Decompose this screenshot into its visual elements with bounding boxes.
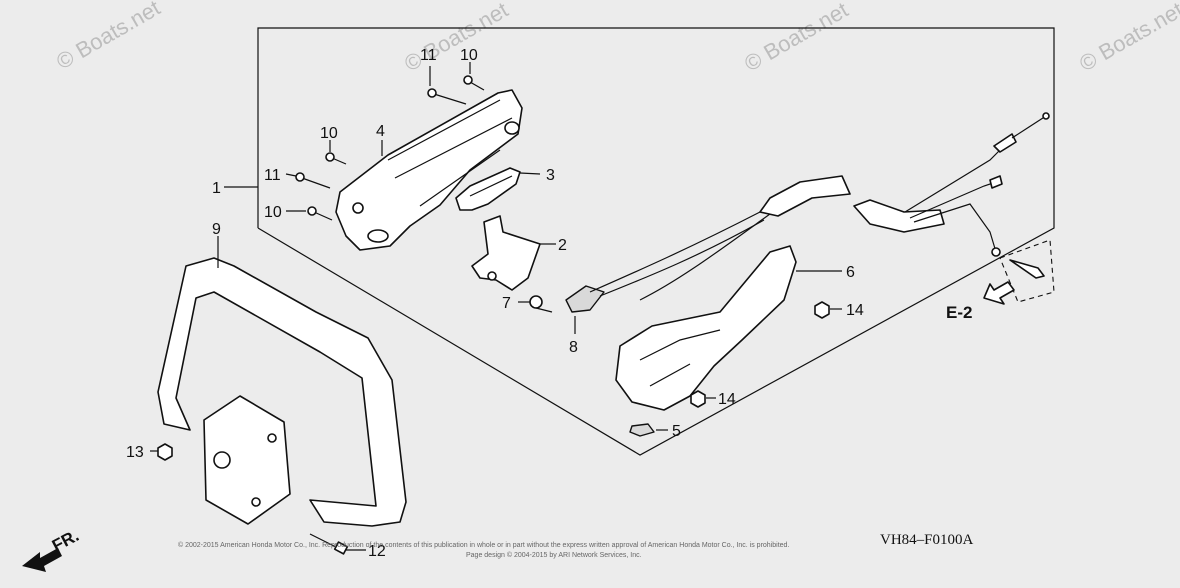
callout-8: 8 xyxy=(569,339,578,356)
part-10-screw-top[interactable] xyxy=(463,75,485,91)
front-direction-arrow-icon xyxy=(22,548,62,572)
part-11-bolt-top[interactable] xyxy=(427,88,467,105)
part-14-nut-upper[interactable] xyxy=(814,301,830,319)
part-13-nut[interactable] xyxy=(157,443,173,461)
part-7-spring[interactable] xyxy=(529,295,553,313)
callout-10-bottom: 10 xyxy=(264,204,282,221)
callout-6: 6 xyxy=(846,264,855,281)
part-2-trigger[interactable] xyxy=(471,215,541,291)
callout-3: 3 xyxy=(546,167,555,184)
leader-lines xyxy=(150,62,842,551)
part-10-screw-bottom[interactable] xyxy=(307,206,333,221)
part-10-screw-mid[interactable] xyxy=(325,152,347,165)
callout-5: 5 xyxy=(672,423,681,440)
copyright-line-2: Page design © 2004-2015 by ARI Network S… xyxy=(466,551,642,559)
copyright-line-1: © 2002-2015 American Honda Motor Co., In… xyxy=(178,541,789,549)
part-5-cap[interactable] xyxy=(629,423,655,437)
part-6-handle[interactable] xyxy=(615,245,797,411)
watermark-right: © Boats.net xyxy=(1075,0,1180,76)
callout-1: 1 xyxy=(212,180,221,197)
callout-14-upper: 14 xyxy=(846,302,864,319)
part-4-housing[interactable] xyxy=(335,89,523,251)
callout-12: 12 xyxy=(368,543,386,560)
watermark-left: © Boats.net xyxy=(52,0,164,74)
reference-arrow-icon xyxy=(983,281,1015,305)
callout-9: 9 xyxy=(212,221,221,238)
diagram-code: VH84–F0100A xyxy=(880,532,974,548)
callout-14-lower: 14 xyxy=(718,391,736,408)
callout-10-top: 10 xyxy=(460,47,478,64)
watermark-center-right: © Boats.net xyxy=(740,0,852,76)
part-14-nut-lower[interactable] xyxy=(690,390,706,408)
assembly-boundary xyxy=(257,27,1055,456)
part-3-lever[interactable] xyxy=(455,167,521,211)
callout-11-mid: 11 xyxy=(264,167,281,184)
part-12-bolt[interactable] xyxy=(309,533,349,555)
part-9-loop-handle[interactable] xyxy=(157,257,407,527)
part-11-bolt-mid[interactable] xyxy=(295,172,331,189)
callout-10-mid: 10 xyxy=(320,125,338,142)
callout-2: 2 xyxy=(558,237,567,254)
callout-7: 7 xyxy=(502,295,511,312)
reference-label-e2: E-2 xyxy=(946,303,972,322)
callout-4: 4 xyxy=(376,123,385,140)
wiring-harness xyxy=(589,112,1050,301)
callout-13: 13 xyxy=(126,444,144,461)
part-8-switch[interactable] xyxy=(565,285,605,313)
watermark-center-left: © Boats.net xyxy=(400,0,512,76)
callout-11-top: 11 xyxy=(420,47,437,64)
